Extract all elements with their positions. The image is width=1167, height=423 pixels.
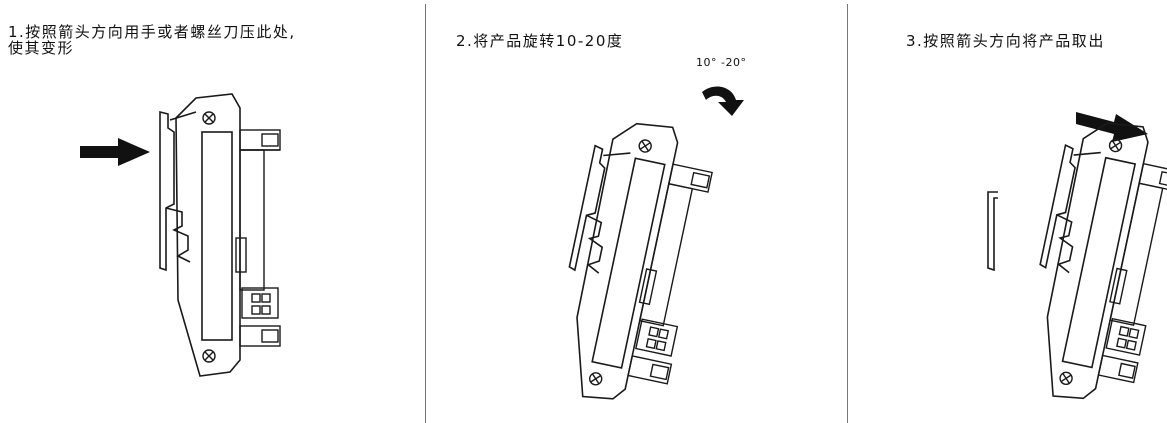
step-3-panel: 3.按照箭头方向将产品取出 [848, 0, 1167, 423]
din-rail-clip [568, 144, 631, 274]
step-2-title: 2.将产品旋转10-20度 [456, 32, 624, 50]
terminal-block [235, 129, 281, 347]
rotate-arrow-icon [702, 86, 744, 116]
step-3-title: 3.按照箭头方向将产品取出 [906, 32, 1105, 50]
device-housing [1046, 122, 1149, 400]
step-1-panel: 1.按照箭头方向用手或者螺丝刀压此处, 使其变形 [0, 0, 425, 423]
step-1-illustration [80, 93, 281, 377]
din-rail [987, 191, 998, 272]
step-2-illustration [568, 86, 744, 400]
din-rail-clip [1039, 143, 1101, 274]
din-rail-clip [159, 110, 197, 272]
step-3-illustration [987, 112, 1167, 400]
step-2-panel: 2.将产品旋转10-20度 10° -20° [426, 0, 847, 423]
screw-icon [202, 111, 216, 363]
step-1-title: 1.按照箭头方向用手或者螺丝刀压此处, 使其变形 [8, 23, 296, 57]
terminal-block [1097, 162, 1167, 384]
terminal-block [627, 163, 713, 385]
push-arrow-icon [80, 138, 150, 166]
rotation-angle-label: 10° -20° [696, 56, 747, 69]
device-housing [576, 122, 679, 400]
divider-2 [847, 4, 848, 423]
screw-icon [588, 139, 652, 386]
screw-icon [1059, 138, 1123, 386]
pull-arrow-icon [1076, 112, 1148, 142]
divider-1 [425, 4, 426, 423]
device-housing [175, 93, 241, 377]
